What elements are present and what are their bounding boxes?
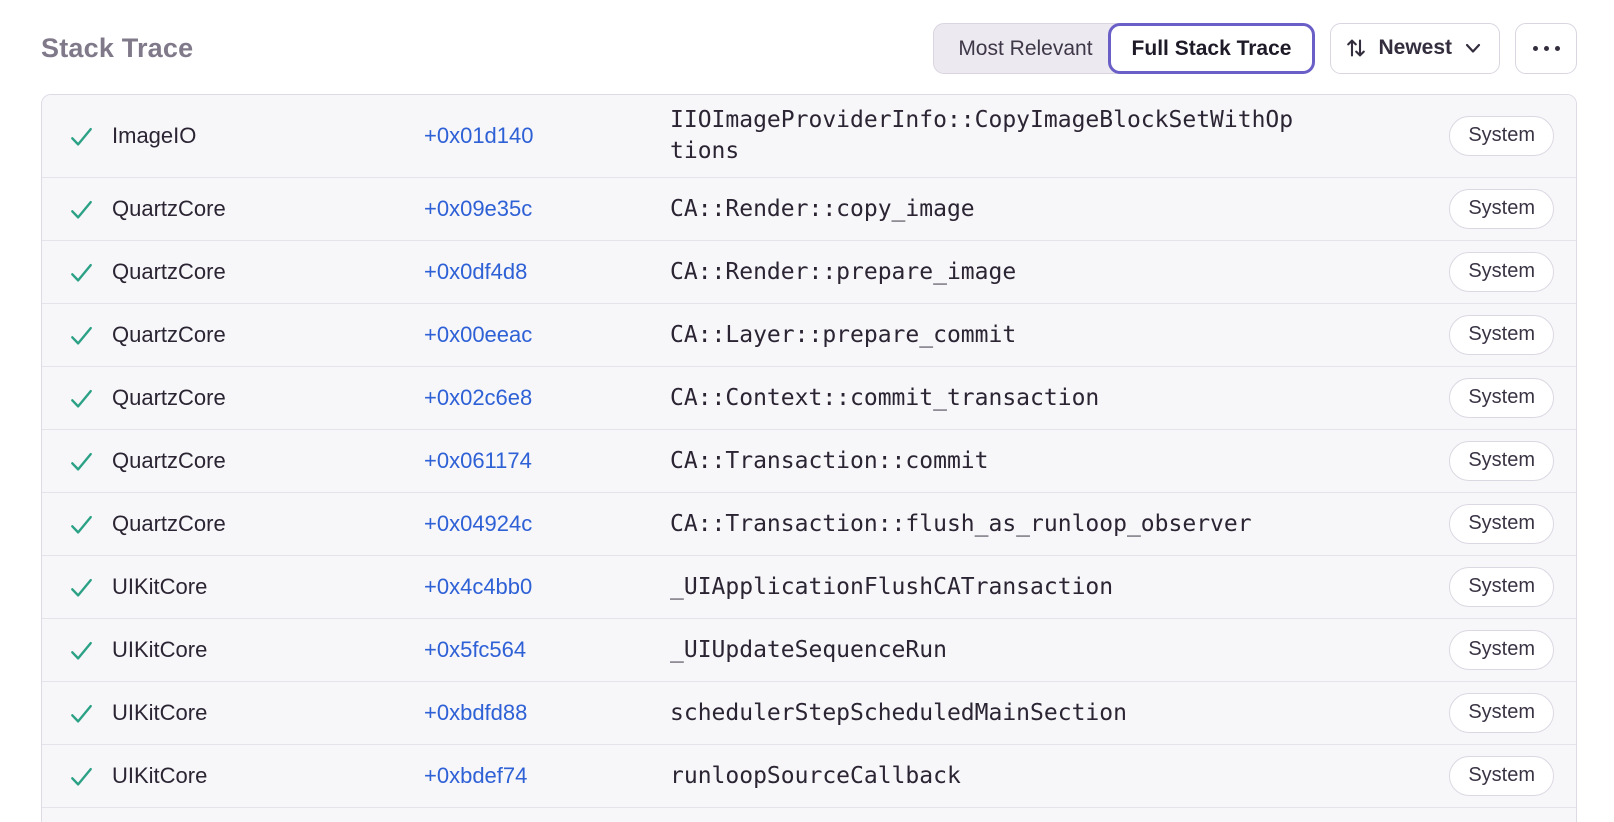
stack-frame-row[interactable]: QuartzCore +0x02c6e8 CA::Context::commit… [42,367,1576,431]
frame-module: QuartzCore [112,385,226,411]
chevron-down-icon [1462,37,1484,59]
full-stack-trace-label: Full Stack Trace [1131,36,1292,60]
view-toggle: Most Relevant Full Stack Trace [933,22,1316,74]
stack-trace-table: ImageIO +0x01d140 IIOImageProviderInfo::… [41,94,1577,822]
stack-frame-row[interactable]: QuartzCore +0x04924c CA::Transaction::fl… [42,493,1576,557]
frame-function: runloopSourceCallback [670,762,961,789]
stack-frame-row[interactable]: UIKitCore +0xbdfd88 schedulerStepSchedul… [42,682,1576,746]
most-relevant-label: Most Relevant [958,36,1093,60]
frame-function: CA::Layer::prepare_commit [670,321,1017,348]
stack-frame-row[interactable]: UIKitCore +0x5fc564 _UIUpdateSequenceRun… [42,619,1576,683]
frame-function: CA::Render::prepare_image [670,258,1017,285]
checkmark-icon [68,385,112,412]
stack-frame-row[interactable]: QuartzCore +0x00eeac CA::Layer::prepare_… [42,304,1576,368]
checkmark-icon [68,700,112,727]
frame-module: UIKitCore [112,700,208,726]
frame-module: UIKitCore [112,637,208,663]
frame-module: UIKitCore [112,574,208,600]
frame-address-link[interactable]: +0xbdef74 [424,763,528,789]
stack-frame-row[interactable]: QuartzCore +0x0df4d8 CA::Render::prepare… [42,241,1576,305]
frame-function: IIOImageProviderInfo::CopyImageBlockSetW… [670,107,1294,165]
checkmark-icon [68,123,112,150]
stack-frame-row-partial [42,808,1576,822]
frame-function: CA::Transaction::flush_as_runloop_observ… [670,510,1252,537]
frame-address-link[interactable]: +0x0df4d8 [424,259,528,285]
frame-address-link[interactable]: +0x4c4bb0 [424,574,533,600]
frame-address-link[interactable]: +0x02c6e8 [424,385,533,411]
checkmark-icon [68,511,112,538]
frame-system-badge: System [1449,189,1554,230]
frame-system-badge: System [1449,693,1554,734]
stack-frame-row[interactable]: UIKitCore +0xbdef74 runloopSourceCallbac… [42,745,1576,809]
frame-module: ImageIO [112,123,197,149]
frame-function: CA::Context::commit_transaction [670,384,1100,411]
checkmark-icon [68,448,112,475]
frame-system-badge: System [1449,252,1554,293]
frame-system-badge: System [1449,116,1554,157]
checkmark-icon [68,574,112,601]
frame-function: CA::Render::copy_image [670,195,975,222]
ellipsis-icon [1532,45,1560,51]
frame-function: _UIUpdateSequenceRun [670,636,947,663]
checkmark-icon [68,322,112,349]
checkmark-icon [68,637,112,664]
checkmark-icon [68,259,112,286]
frame-module: QuartzCore [112,196,226,222]
frame-system-badge: System [1449,441,1554,482]
frame-module: QuartzCore [112,259,226,285]
frame-system-badge: System [1449,504,1554,545]
frame-address-link[interactable]: +0x5fc564 [424,637,527,663]
frame-address-link[interactable]: +0xbdfd88 [424,700,528,726]
stack-frame-row[interactable]: UIKitCore +0x4c4bb0 _UIApplicationFlushC… [42,556,1576,620]
sort-label: Newest [1378,36,1452,59]
frame-module: QuartzCore [112,322,226,348]
page-title: Stack Trace [41,32,194,63]
frame-system-badge: System [1449,315,1554,356]
frame-system-badge: System [1449,378,1554,419]
frame-module: QuartzCore [112,511,226,537]
frame-system-badge: System [1449,756,1554,797]
stack-frame-row[interactable]: ImageIO +0x01d140 IIOImageProviderInfo::… [42,95,1576,179]
stack-frame-row[interactable]: QuartzCore +0x061174 CA::Transaction::co… [42,430,1576,494]
frame-function: CA::Transaction::commit [670,447,989,474]
sort-newest-button[interactable]: Newest [1330,22,1500,74]
stack-frame-row[interactable]: QuartzCore +0x09e35c CA::Render::copy_im… [42,178,1576,242]
stack-trace-header: Stack Trace Most Relevant Full Stack Tra… [0,0,1614,74]
frame-module: UIKitCore [112,763,208,789]
frame-system-badge: System [1449,567,1554,608]
frame-system-badge: System [1449,630,1554,671]
frame-address-link[interactable]: +0x01d140 [424,123,534,149]
frame-address-link[interactable]: +0x00eeac [424,322,533,348]
frame-function: schedulerStepScheduledMainSection [670,699,1127,726]
frame-address-link[interactable]: +0x09e35c [424,196,533,222]
frame-address-link[interactable]: +0x04924c [424,511,533,537]
sort-arrows-icon [1344,36,1368,60]
frame-module: QuartzCore [112,448,226,474]
checkmark-icon [68,196,112,223]
checkmark-icon [68,763,112,790]
frame-address-link[interactable]: +0x061174 [424,448,532,474]
most-relevant-button[interactable]: Most Relevant [933,22,1134,74]
frame-function: _UIApplicationFlushCATransaction [670,573,1114,600]
more-options-button[interactable] [1515,22,1577,74]
full-stack-trace-button[interactable]: Full Stack Trace [1107,22,1316,74]
header-controls: Most Relevant Full Stack Trace Newest [933,22,1577,74]
